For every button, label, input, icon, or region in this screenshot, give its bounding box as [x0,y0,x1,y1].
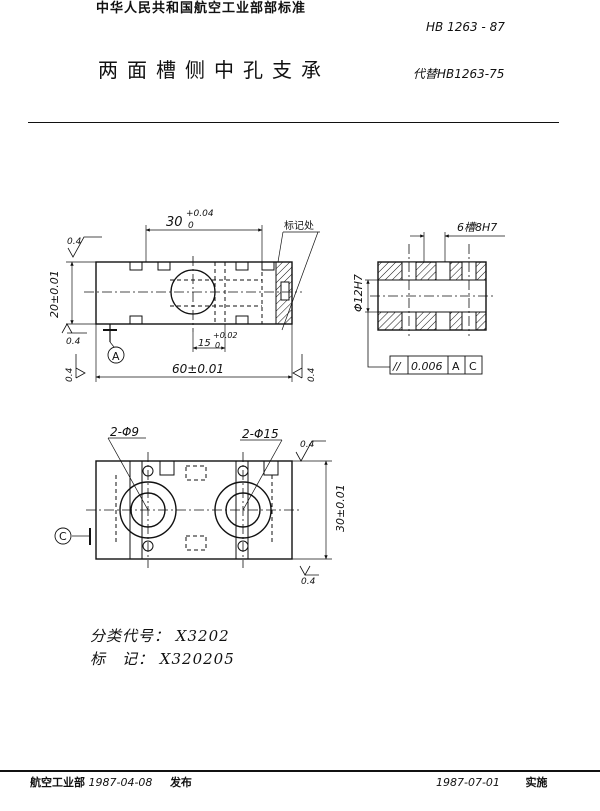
issue-date: 1987-04-08 [88,776,153,789]
dim-hole: 15 [198,338,211,349]
marking-row: 标 记： X320205 [90,648,235,669]
document-title: 两面槽侧中孔支承 [98,58,330,82]
dim-length-top: 30 [166,215,183,230]
fcf-parallelism-symbol: // [392,360,402,373]
roughness-bottom-left: 0.4 [65,367,75,382]
effective-date: 1987-07-01 [436,776,500,789]
effective-word: 实施 [525,776,548,789]
dim-total-length: 60±0.01 [172,362,224,376]
slot-callout: 6槽8H7 [457,221,497,234]
fcf-datum-c: C [469,360,477,373]
large-holes-callout: 2-Φ15 [242,427,279,441]
top-view [54,437,332,576]
roughness-left-top: 0.4 [67,237,82,247]
replaces-standard: 代替HB1263-75 [413,67,505,81]
effective-info: 1987-07-01 实施 [436,774,547,790]
datum-a-label: A [112,350,120,363]
roughness-right: 0.4 [307,367,317,382]
footer-rule [0,770,600,772]
tol-hole-upper: +0.02 [213,331,238,340]
bore-callout: Φ12H7 [352,274,365,312]
small-holes-callout: 2-Φ9 [110,425,139,439]
standard-number: HB 1263 - 87 [426,20,505,34]
dim-height: 20±0.01 [48,270,61,318]
issuer: 航空工业部 [30,776,85,789]
tol-top-upper: +0.04 [186,209,214,219]
mark-location-label: 标记处 [284,220,314,232]
issue-info: 航空工业部 1987-04-08 发布 [30,774,192,790]
classification-code-value: X3202 [175,627,230,645]
front-view [61,225,320,382]
roughness-left-bottom: 0.4 [66,337,81,347]
org-title: 中华人民共和国航空工业部部标准 [96,1,307,16]
roughness-bottom-view: 0.4 [301,577,316,587]
marking-label: 标 记： [90,650,155,668]
tol-top-lower: 0 [188,221,194,231]
classification-code-row: 分类代号： X3202 [90,625,230,646]
roughness-top-view: 0.4 [300,440,315,450]
side-view [365,232,505,375]
issue-word: 发布 [169,776,192,789]
marking-value: X320205 [159,650,235,668]
fcf-datum-a: A [452,360,460,373]
classification-code-label: 分类代号： [90,627,171,645]
fcf-tolerance-value: 0.006 [411,360,443,373]
dim-width: 30±0.01 [334,484,347,532]
header-rule [28,122,559,123]
datum-c-label: C [59,530,67,543]
tol-hole-lower: 0 [215,341,220,350]
